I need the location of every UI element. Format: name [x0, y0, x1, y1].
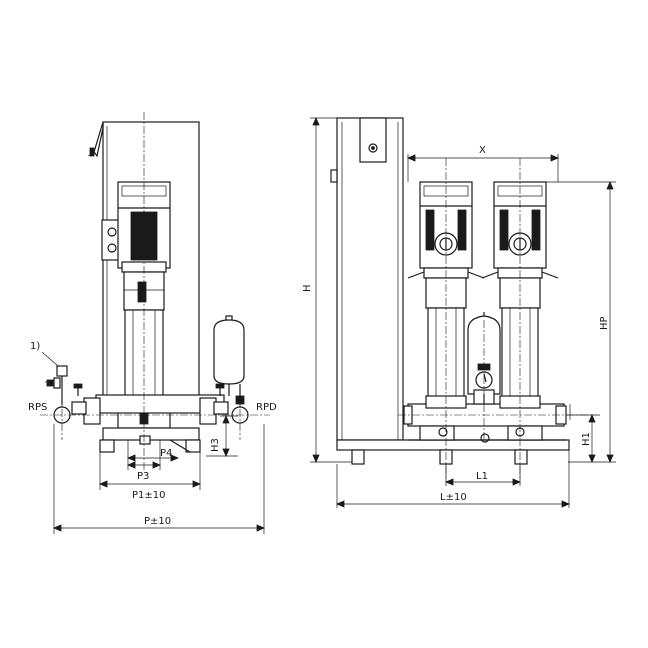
label-hp: HP [599, 316, 610, 330]
label-h: H [302, 284, 313, 292]
label-l: L±10 [440, 492, 467, 503]
manifold-side [45, 365, 249, 453]
expansion-vessel-side [213, 315, 245, 396]
label-p4: P4 [160, 448, 172, 459]
label-h1: H1 [581, 432, 592, 446]
base-frame-front [336, 439, 570, 465]
label-h3: H3 [210, 438, 221, 452]
front-view-dimensions [310, 116, 616, 508]
label-p3: P3 [137, 471, 149, 482]
label-p1: P1±10 [132, 490, 166, 501]
side-view-dimensions [41, 351, 266, 534]
label-p: P±10 [144, 516, 171, 527]
control-cabinet-front [330, 117, 404, 441]
front-view: H X HP H1 L1 L±10 [302, 116, 616, 508]
side-view: 1) RPS RPD H3 P4 P3 P1±10 P±10 [28, 112, 277, 534]
label-l1: L1 [476, 471, 488, 482]
label-rps: RPS [28, 402, 47, 413]
label-x: X [479, 145, 486, 156]
label-note-1: 1) [30, 341, 40, 352]
label-rpd: RPD [256, 402, 277, 413]
manifold-front [403, 403, 567, 443]
